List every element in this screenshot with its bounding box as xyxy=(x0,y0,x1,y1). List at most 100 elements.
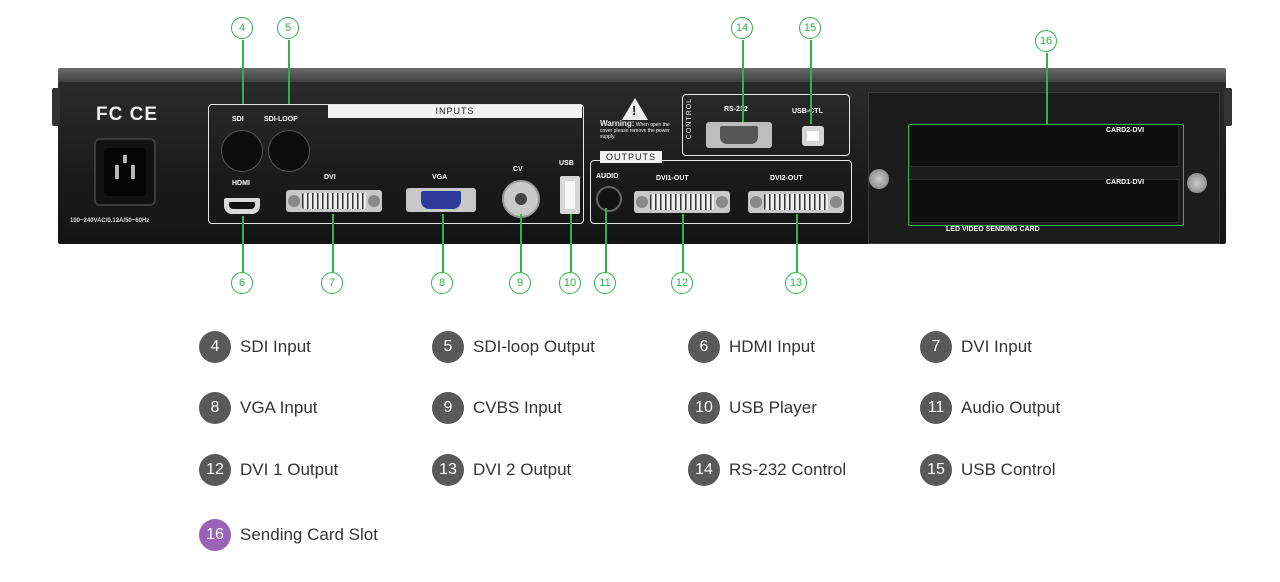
legend-label: RS-232 Control xyxy=(729,460,847,479)
power-rating-label: 100~240VAC/0.12A/50~60Hz xyxy=(70,218,150,224)
legend-item-13: 13 DVI 2 Output xyxy=(432,454,571,486)
label-sdi-loop: SDI-LOOP xyxy=(264,116,298,123)
label-usb: USB xyxy=(559,160,574,167)
legend-item-7: 7 DVI Input xyxy=(920,331,1032,363)
dvi-input-port xyxy=(286,190,382,212)
legend-label: DVI 2 Output xyxy=(473,460,572,479)
dvi2-output-port xyxy=(748,191,844,213)
label-dvi: DVI xyxy=(324,174,336,181)
callout-13: 13 xyxy=(785,272,807,294)
legend-item-16: 16 Sending Card Slot xyxy=(199,519,378,551)
callout-5: 5 xyxy=(277,17,299,39)
label-sdi: SDI xyxy=(232,116,244,123)
thumbscrew-right xyxy=(1187,173,1207,193)
legend-badge: 10 xyxy=(688,392,720,424)
card-slot-2 xyxy=(909,123,1179,167)
outputs-group xyxy=(590,160,852,224)
sending-card-bay xyxy=(868,92,1220,244)
legend-label: Audio Output xyxy=(961,398,1061,417)
warning-text: Warning: When open the cover please remo… xyxy=(600,119,670,141)
callout-line-11 xyxy=(605,208,607,272)
callout-line-12 xyxy=(682,214,684,272)
sdi-input-port xyxy=(221,130,263,172)
sdi-loop-output-port xyxy=(268,130,310,172)
rack-ear-right xyxy=(1224,88,1232,126)
legend-label: USB Control xyxy=(961,460,1056,479)
legend-badge: 4 xyxy=(199,331,231,363)
label-usb-ctl: USB-CTL xyxy=(792,108,823,115)
label-audio: AUDIO xyxy=(596,173,619,180)
hdmi-input-port xyxy=(224,198,260,214)
legend-item-6: 6 HDMI Input xyxy=(688,331,815,363)
thumbscrew-left xyxy=(869,169,889,189)
outputs-title: OUTPUTS xyxy=(600,151,662,163)
control-title: CONTROL xyxy=(686,98,693,140)
legend-item-5: 5 SDI-loop Output xyxy=(432,331,595,363)
callout-4: 4 xyxy=(231,17,253,39)
rs232-control-port xyxy=(706,122,772,148)
legend-badge: 15 xyxy=(920,454,952,486)
warning-icon xyxy=(622,98,648,120)
legend-badge: 9 xyxy=(432,392,464,424)
legend-badge: 8 xyxy=(199,392,231,424)
legend-item-4: 4 SDI Input xyxy=(199,331,311,363)
card-slot-1 xyxy=(909,179,1179,223)
chassis-top-edge xyxy=(58,68,1226,84)
control-group xyxy=(682,94,850,156)
callout-line-16 xyxy=(1046,53,1048,125)
legend-label: DVI Input xyxy=(961,337,1032,356)
legend-label: USB Player xyxy=(729,398,817,417)
callout-line-14 xyxy=(742,40,744,122)
legend-label: CVBS Input xyxy=(473,398,562,417)
callout-box-16 xyxy=(908,124,1184,226)
label-card2: CARD2-DVI xyxy=(1106,127,1145,134)
certification-marks: FC CE xyxy=(96,104,158,125)
legend-label: SDI Input xyxy=(240,337,311,356)
callout-line-8 xyxy=(442,214,444,272)
callout-12: 12 xyxy=(671,272,693,294)
callout-11: 11 xyxy=(594,272,616,294)
callout-line-4 xyxy=(242,40,244,104)
callout-line-9 xyxy=(520,214,522,272)
legend-item-10: 10 USB Player xyxy=(688,392,817,424)
power-socket xyxy=(94,138,156,206)
callout-line-13 xyxy=(796,214,798,272)
label-card-area: LED VIDEO SENDING CARD xyxy=(946,226,1040,233)
legend-badge: 5 xyxy=(432,331,464,363)
callout-line-6 xyxy=(242,216,244,272)
callout-8: 8 xyxy=(431,272,453,294)
inputs-group xyxy=(208,104,584,224)
legend-badge: 6 xyxy=(688,331,720,363)
label-hdmi: HDMI xyxy=(232,180,250,187)
legend-badge: 11 xyxy=(920,392,952,424)
legend-item-11: 11 Audio Output xyxy=(920,392,1060,424)
label-cv: CV xyxy=(513,166,523,173)
legend-badge: 16 xyxy=(199,519,231,551)
rack-ear-left xyxy=(52,88,60,126)
legend-label: VGA Input xyxy=(240,398,318,417)
callout-7: 7 xyxy=(321,272,343,294)
legend-label: SDI-loop Output xyxy=(473,337,595,356)
callout-line-5 xyxy=(288,40,290,104)
usb-control-port xyxy=(802,126,824,146)
label-rs232: RS-232 xyxy=(724,106,748,113)
dvi1-output-port xyxy=(634,191,730,213)
label-dvi1-out: DVI1-OUT xyxy=(656,175,689,182)
inputs-title: INPUTS xyxy=(328,105,582,118)
legend-label: HDMI Input xyxy=(729,337,815,356)
legend-badge: 13 xyxy=(432,454,464,486)
legend-label: Sending Card Slot xyxy=(240,525,378,544)
callout-16: 16 xyxy=(1035,30,1057,52)
legend-badge: 14 xyxy=(688,454,720,486)
legend-badge: 7 xyxy=(920,331,952,363)
legend-item-15: 15 USB Control xyxy=(920,454,1055,486)
callout-14: 14 xyxy=(731,17,753,39)
callout-15: 15 xyxy=(799,17,821,39)
legend-item-9: 9 CVBS Input xyxy=(432,392,562,424)
callout-line-10 xyxy=(570,214,572,272)
label-dvi2-out: DVI2-OUT xyxy=(770,175,803,182)
cvbs-input-port xyxy=(502,180,540,218)
callout-6: 6 xyxy=(231,272,253,294)
label-vga: VGA xyxy=(432,174,448,181)
legend-item-12: 12 DVI 1 Output xyxy=(199,454,338,486)
